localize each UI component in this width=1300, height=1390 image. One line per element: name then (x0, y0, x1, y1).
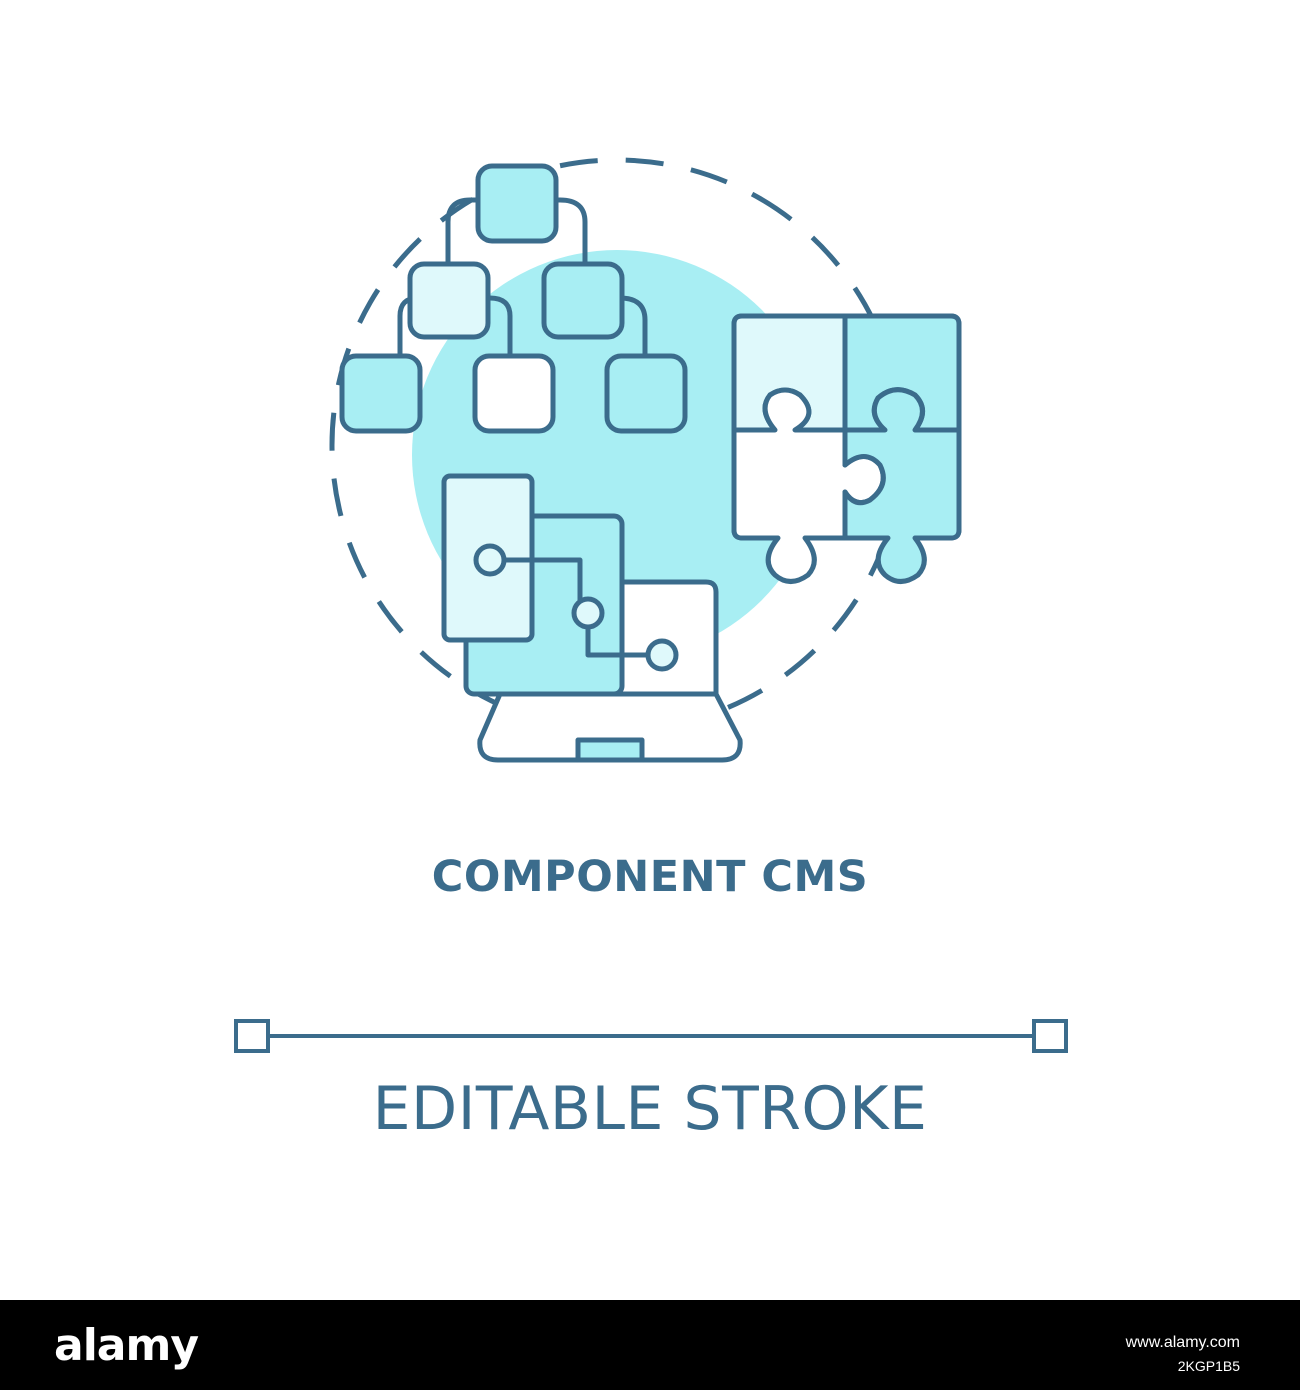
image-id: 2KGP1B5 (1177, 1358, 1240, 1374)
component-cms-illustration (234, 157, 1068, 1053)
hierarchy-tree-icon (339, 163, 688, 434)
footer-link[interactable]: www.alamy.com (1125, 1334, 1240, 1351)
editable-stroke-line (234, 1019, 1068, 1053)
puzzle-icon (731, 313, 962, 584)
editable-stroke-label: EDITABLE STROKE (372, 1074, 928, 1144)
footer-bar: alamy www.alamy.com 2KGP1B5 (0, 1300, 1300, 1390)
laptop-icon (441, 473, 743, 763)
brand-logo[interactable]: alamy (54, 1320, 199, 1371)
page-title: COMPONENT CMS (431, 852, 869, 902)
